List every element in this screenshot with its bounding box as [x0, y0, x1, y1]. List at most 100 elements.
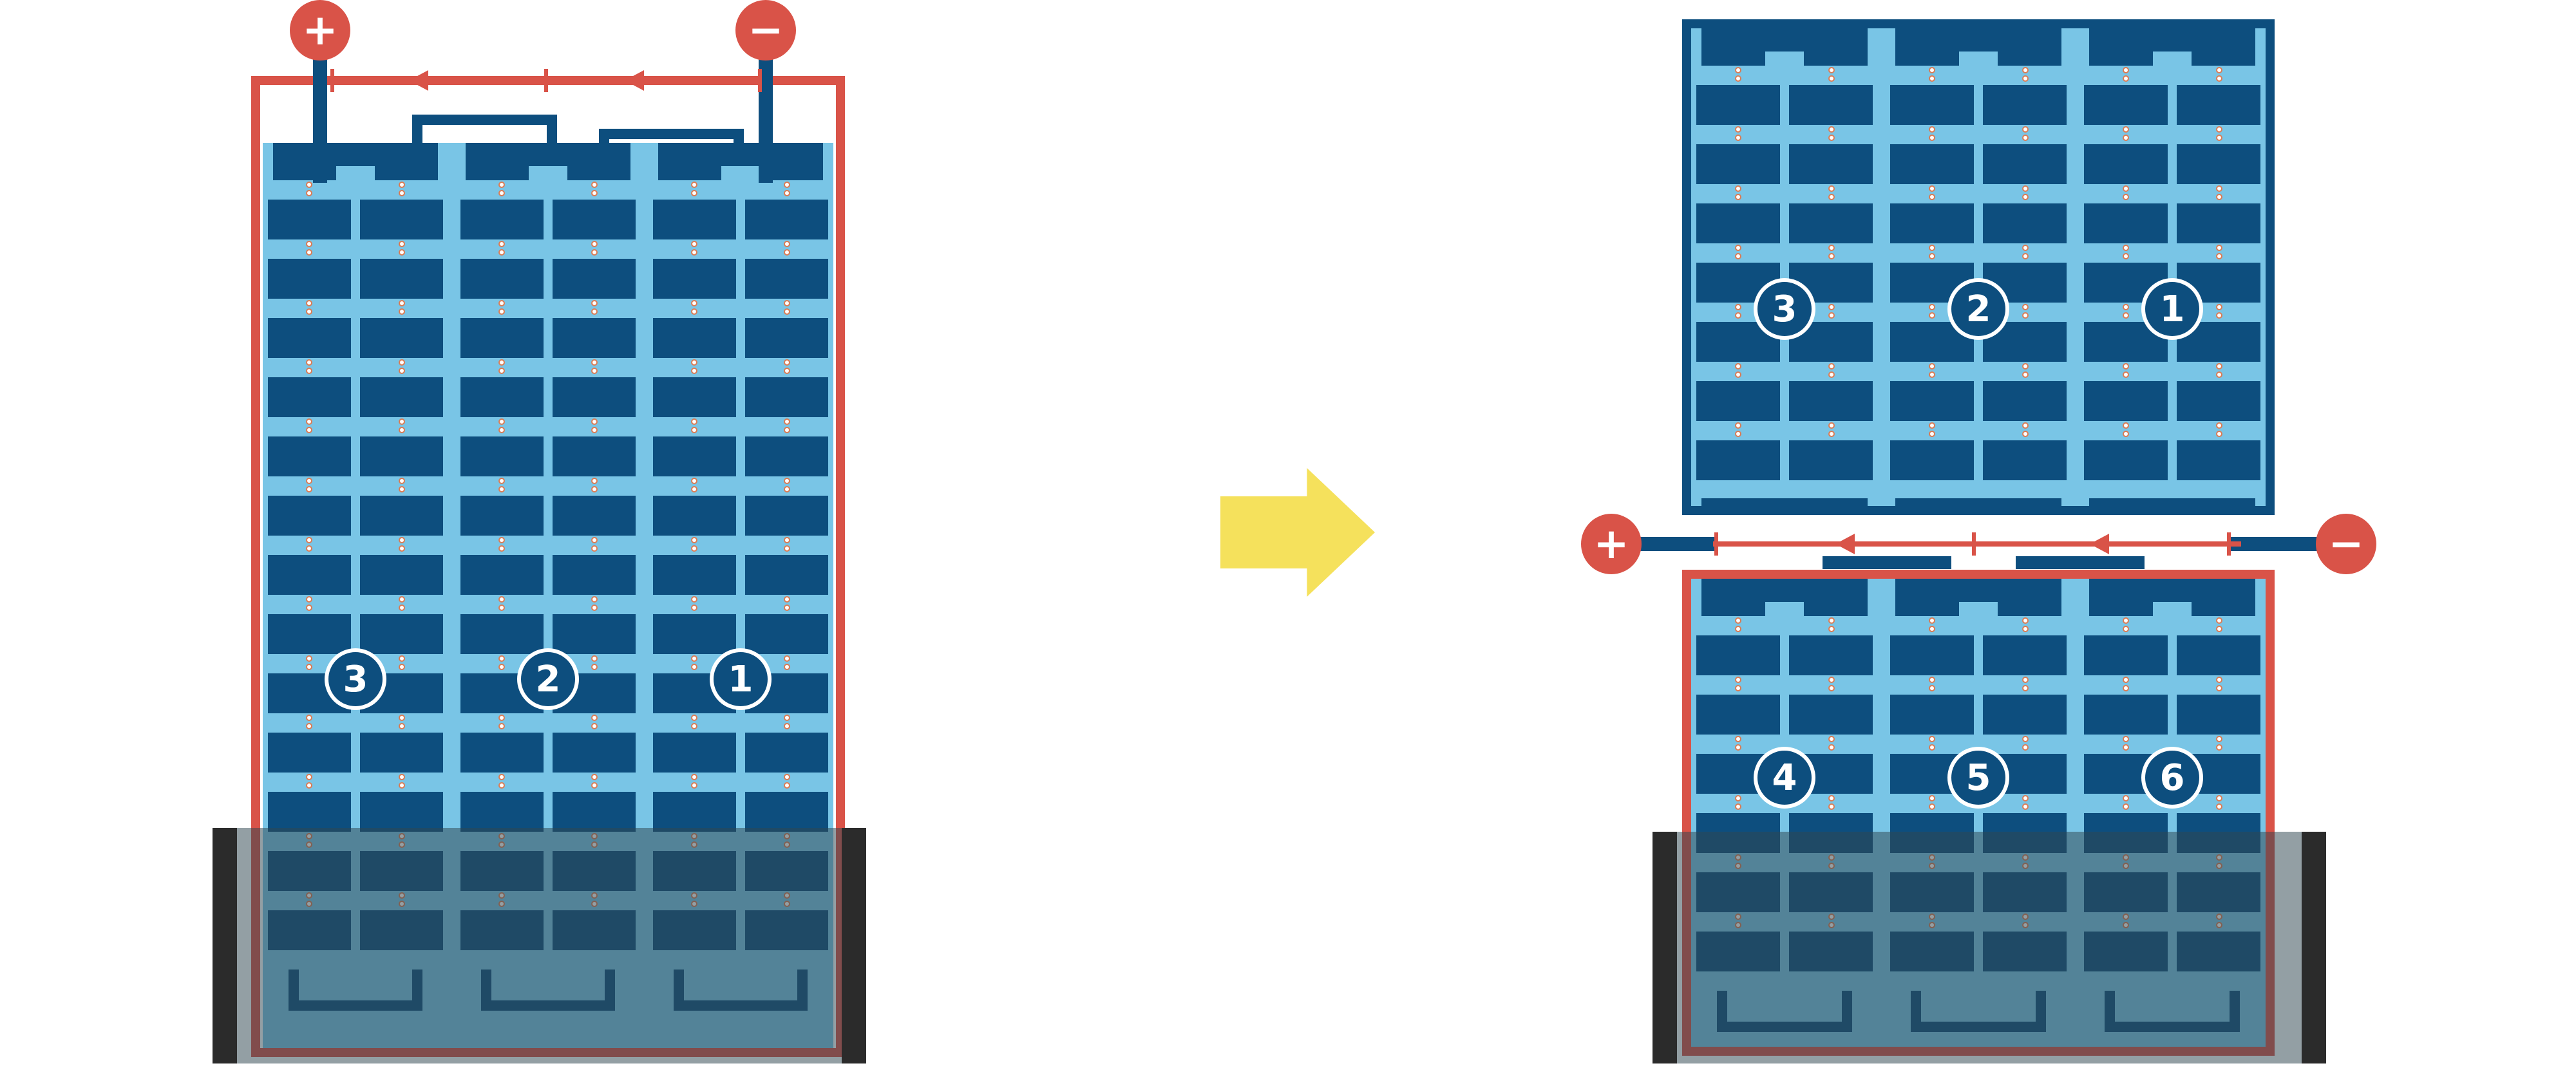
solder-dot-pair — [2122, 185, 2129, 202]
solder-dot — [2215, 795, 2222, 801]
solder-dot — [2022, 253, 2029, 259]
busbar-header — [1701, 28, 1868, 66]
solder-dot — [1928, 685, 1935, 691]
cell-row — [1696, 263, 1873, 303]
cell-row — [268, 792, 443, 832]
solder-dot — [591, 427, 598, 433]
solar-cell — [1696, 381, 1780, 421]
solar-cell — [1983, 203, 2067, 243]
solder-dot-pair — [784, 418, 790, 435]
solder-dot — [2215, 304, 2222, 310]
solder-dot-pair — [2022, 363, 2029, 380]
solder-dot — [399, 604, 405, 611]
solder-dot-pair — [1828, 185, 1835, 202]
solder-dot — [2122, 304, 2129, 310]
solder-dot — [1928, 795, 1935, 801]
solder-dot — [399, 664, 405, 670]
solder-dot — [1828, 626, 1835, 632]
solder-dot-pair — [1928, 795, 1935, 812]
solder-dot — [1928, 253, 1935, 259]
solder-dot-pair — [498, 478, 505, 494]
solar-cell — [2084, 85, 2168, 125]
solder-dot — [2122, 75, 2129, 82]
solder-dot-pair — [306, 774, 312, 791]
plus-terminal: + — [1581, 514, 1642, 574]
solar-cell — [553, 259, 636, 299]
solder-dot — [498, 486, 505, 492]
solder-dot — [591, 308, 598, 315]
solder-dot-pair — [306, 655, 312, 672]
solder-dot — [1928, 363, 1935, 370]
solar-cell — [745, 259, 828, 299]
solder-dot — [399, 308, 405, 315]
solder-dot — [399, 478, 405, 484]
solder-dot — [2215, 75, 2222, 82]
cell-gap-row — [1691, 735, 1878, 754]
solder-dot — [498, 545, 505, 552]
solder-dot — [399, 418, 405, 425]
solar-cell — [460, 259, 544, 299]
cell-center-gap — [544, 200, 553, 239]
cell-gap-row — [2079, 794, 2266, 813]
solder-dot — [1928, 371, 1935, 378]
solder-dot — [1734, 795, 1741, 801]
cell-gap-row — [648, 180, 833, 200]
current-direction-arrow-icon — [625, 70, 644, 91]
solder-dot — [2022, 194, 2029, 200]
solder-dot — [2122, 685, 2129, 691]
current-line — [1713, 541, 2241, 547]
solar-cell — [2084, 381, 2168, 421]
cell-center-gap — [736, 200, 745, 239]
solar-cell — [553, 555, 636, 595]
minus-icon: − — [2328, 519, 2364, 568]
solder-dot — [399, 182, 405, 188]
solder-dot — [784, 723, 790, 729]
solder-dot — [498, 308, 505, 315]
cell-gap-row — [648, 595, 833, 614]
solder-dot — [691, 545, 697, 552]
solder-dot — [498, 604, 505, 611]
solder-dot — [306, 308, 312, 315]
solder-dot — [1828, 795, 1835, 801]
solder-dot-pair — [591, 418, 598, 435]
solder-dot — [1828, 685, 1835, 691]
cell-row — [1696, 635, 1873, 675]
solar-cell — [360, 614, 443, 654]
busbar-jumper — [599, 129, 744, 166]
solder-dot — [2022, 126, 2029, 133]
solder-dot — [2122, 744, 2129, 751]
solder-dot-pair — [1734, 736, 1741, 753]
solder-dot-pair — [1734, 617, 1741, 634]
solder-dot — [784, 664, 790, 670]
solder-dot — [498, 190, 505, 196]
cell-row — [1890, 635, 2067, 675]
cell-row — [268, 200, 443, 239]
solder-dot — [784, 368, 790, 374]
solar-cell — [1983, 440, 2067, 480]
solar-cell — [1983, 144, 2067, 184]
solder-dot — [2122, 253, 2129, 259]
solder-dot — [1928, 744, 1935, 751]
solder-dot-pair — [399, 359, 405, 376]
cell-row — [1890, 263, 2067, 303]
solder-dot — [691, 774, 697, 780]
solder-dot-pair — [1828, 617, 1835, 634]
solar-cell — [360, 496, 443, 536]
plus-icon: + — [1593, 519, 1629, 568]
solder-dot-pair — [306, 418, 312, 435]
solder-dot-pair — [1928, 67, 1935, 84]
cell-row — [1696, 322, 1873, 362]
solder-dot-pair — [1928, 422, 1935, 439]
solder-dot — [2022, 312, 2029, 319]
solar-cell — [268, 614, 351, 654]
cell-row — [268, 318, 443, 358]
solder-dot-pair — [399, 300, 405, 317]
solder-dot — [1734, 617, 1741, 624]
solder-dot-pair — [1828, 126, 1835, 143]
solder-dot — [2022, 744, 2029, 751]
cell-gap-row — [1691, 794, 1878, 813]
solder-dot — [784, 604, 790, 611]
solder-dot-pair — [784, 655, 790, 672]
busbar-header — [2089, 579, 2255, 616]
